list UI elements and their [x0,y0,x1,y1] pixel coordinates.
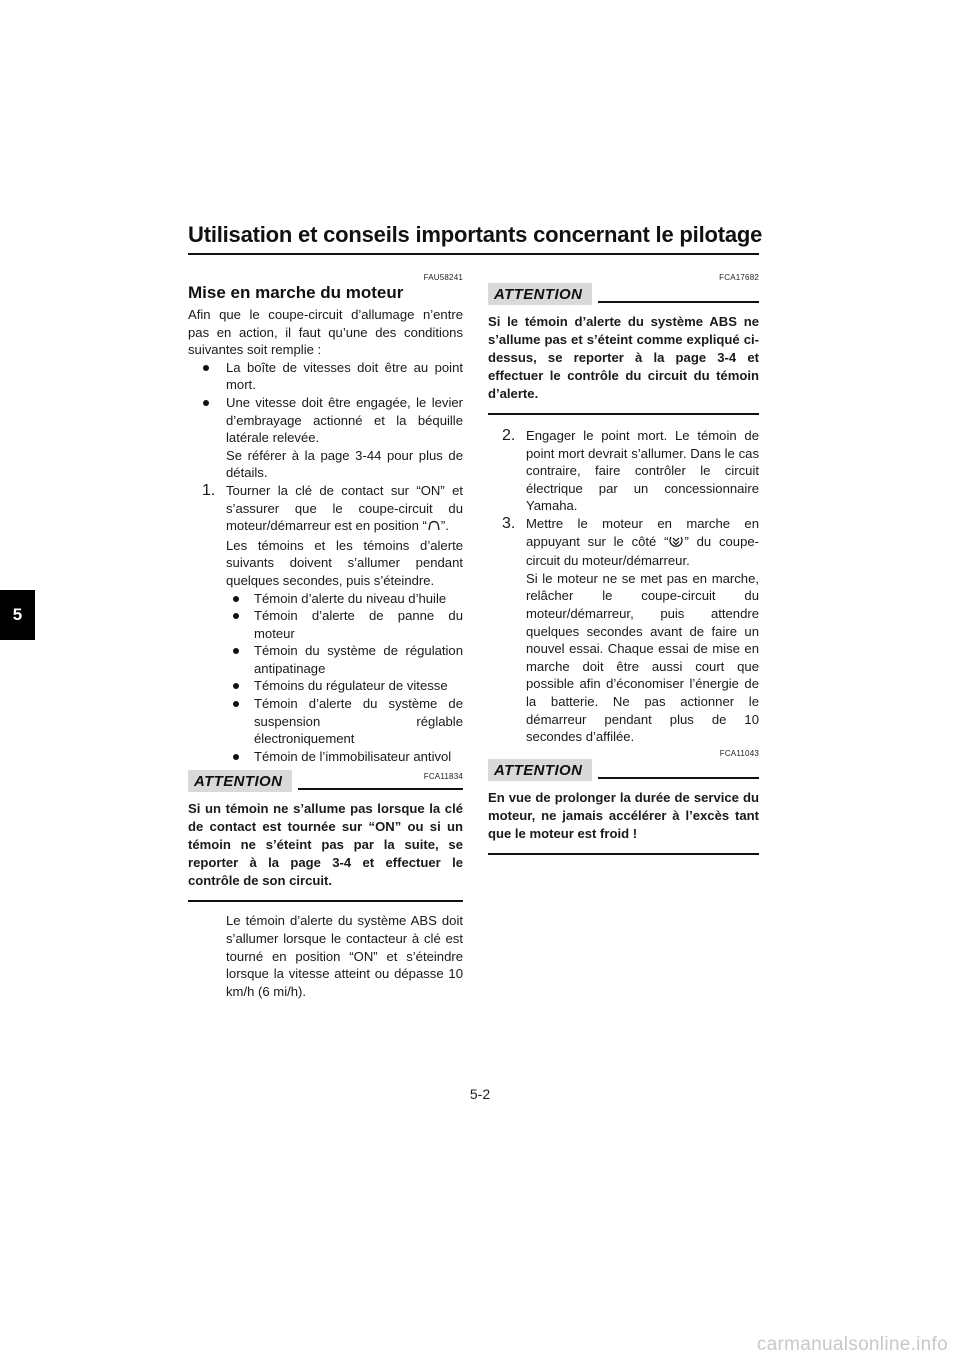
attention-rule [298,788,463,791]
step-text-part: ” du coupe-circuit du moteur/démarreur. [526,533,759,569]
step-text-part: Tourner la clé de contact sur “ON” et s’… [226,482,463,534]
attention-code: FCA11834 [423,772,463,782]
attention-header: ATTENTION [188,770,463,793]
step-text: Engager le point mort. Le témoin de poin… [526,428,759,514]
attention-text: En vue de prolonger la durée de service … [488,789,759,841]
step-text-2: Les témoins et les témoins d’alerte suiv… [226,537,463,588]
list-item: Témoins du régulateur de vitesse [226,677,463,695]
page-header-title: Utilisation et conseils importants conce… [188,222,763,247]
condition-list: La boîte de vitesses doit être au point … [188,359,463,482]
attention-code: FCA17682 [719,273,759,282]
section-title: Mise en marche du moteur [188,283,404,302]
step-text: Mettre le moteur en marche en appuyant s… [526,515,759,570]
attention-header: ATTENTION [488,758,759,781]
list-item: Témoin d’alerte du système de suspension… [226,695,463,748]
attention-label: ATTENTION [488,283,593,305]
attention-box: FCA17682 ATTENTION Si le témoin d’alerte… [488,272,759,415]
step-number: 3. [502,514,516,532]
indicator-list: Témoin d’alerte du niveau d’huile Témoin… [226,590,463,766]
condition-note: Se référer à la page 3-44 pour plus de d… [226,447,463,481]
attention-bottom-rule [488,852,759,855]
condition-text: Une vitesse doit être engagée, le levier… [226,394,463,446]
page-number: 5-2 [469,1086,491,1102]
watermark: carmanualsonline.info [756,1334,948,1355]
attention-bottom-rule [488,413,759,415]
chapter-tab: 5 [0,590,35,640]
attention-box: FCA11043 ATTENTION En vue de prolonger l… [488,748,759,855]
step-text-2: Si le moteur ne se met pas en marche, re… [526,570,759,745]
attention-text: Si le témoin d’alerte du système ABS ne … [488,314,759,401]
step-number: 1. [202,481,216,499]
abs-note: Le témoin d’alerte du système ABS doit s… [226,913,463,999]
step-2: 2. Engager le point mort. Le témoin de p… [488,427,759,515]
step-text: Tourner la clé de contact sur “ON” et s’… [226,482,463,537]
step-text-part: ”. [440,518,449,534]
step-1: 1. Tourner la clé de contact sur “ON” et… [188,482,463,766]
step-number: 2. [502,427,516,444]
attention-header: ATTENTION [488,283,759,305]
step-3: 3. Mettre le moteur en marche en appuyan… [488,515,759,746]
list-item: La boîte de vitesses doit être au point … [188,359,463,394]
attention-code: FCA11043 [719,748,759,758]
section-code: FAU58241 [423,273,463,282]
step-text-part: Mettre le moteur en marche en appuyant s… [526,515,759,549]
attention-rule [598,776,759,779]
attention-text: Si un témoin ne s’allume pas lorsque la … [188,801,463,889]
left-column: FAU58241 Mise en marche du moteur Afin q… [188,272,463,1000]
attention-box: FCA11834 ATTENTION Si un témoin ne s’all… [188,770,463,903]
attention-bottom-rule [188,900,463,903]
list-item: Témoin du système de régulation antipati… [226,642,463,677]
attention-label: ATTENTION [488,758,593,781]
start-position-icon [668,534,684,553]
list-item: Une vitesse doit être engagée, le levier… [188,394,463,482]
run-position-icon [427,519,441,537]
list-item: Témoin d’alerte de panne du moteur [226,607,463,642]
right-column: FCA17682 ATTENTION Si le témoin d’alerte… [488,272,759,855]
condition-text: La boîte de vitesses doit être au point … [226,359,463,393]
header-rule [188,253,759,255]
intro-paragraph: Afin que le coupe-circuit d’allumage n’e… [188,307,463,358]
attention-rule [598,301,759,303]
list-item: Témoin d’alerte du niveau d’huile [226,590,463,608]
list-item: Témoin de l’immobilisateur antivol [226,748,463,766]
attention-label: ATTENTION [188,770,293,793]
